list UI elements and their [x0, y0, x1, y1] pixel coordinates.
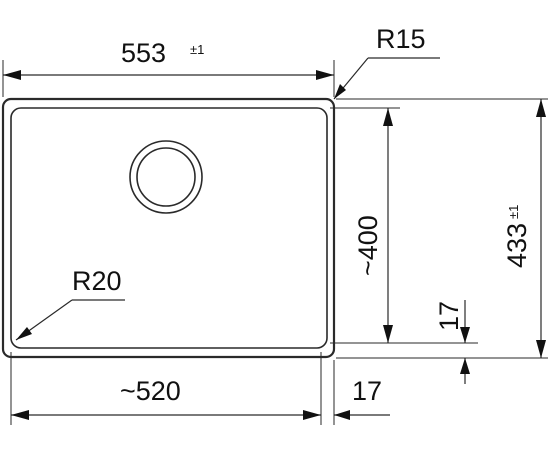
overall-width-value: 553 — [121, 38, 166, 68]
overall-depth-dimension — [536, 99, 546, 358]
bowl-depth-value: ~400 — [353, 215, 383, 276]
overall-width-tolerance: ±1 — [190, 42, 204, 57]
r20-leader — [15, 299, 125, 341]
overall-width-dimension — [2, 60, 335, 97]
overall-depth-tolerance: ±1 — [506, 205, 521, 219]
rim-bottom-dimension — [460, 300, 470, 384]
sink-outer-outline — [1, 97, 336, 359]
bowl-corner-radius-label: R20 — [72, 266, 122, 296]
bowl-depth-dimension — [383, 108, 393, 343]
drain-icon — [129, 140, 203, 214]
bowl-width-dimension — [11, 410, 321, 420]
r15-leader — [333, 57, 440, 100]
rim-side-dimension — [334, 410, 390, 420]
bowl-width-value: ~520 — [120, 376, 181, 406]
rim-bottom-value: 17 — [434, 301, 464, 331]
overall-depth-value: 433 — [502, 223, 532, 268]
bowl-outline — [10, 107, 328, 349]
rim-side-value: 17 — [352, 376, 382, 406]
outer-corner-radius-label: R15 — [376, 24, 426, 54]
